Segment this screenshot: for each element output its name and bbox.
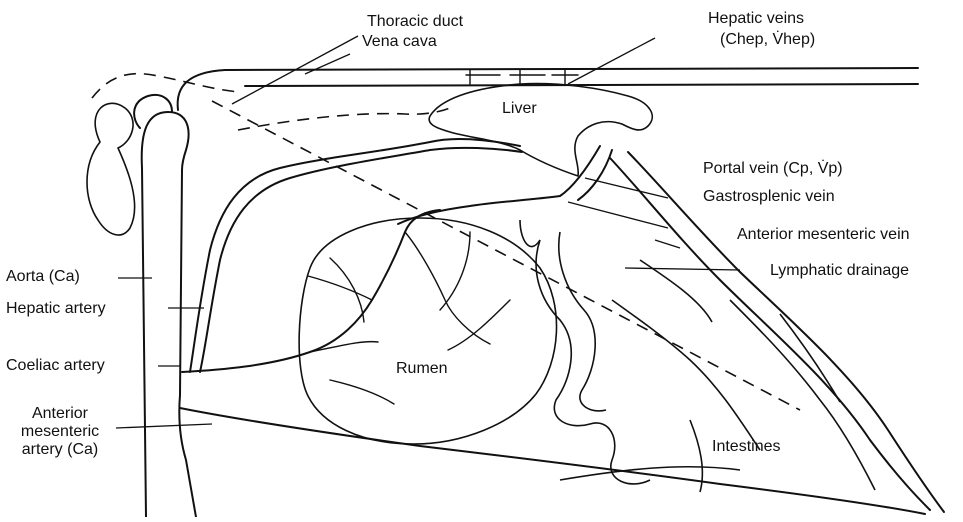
vena-cava-vessel <box>178 68 918 110</box>
label-gastrosplenic-vein: Gastrosplenic vein <box>703 188 835 206</box>
label-aorta: Aorta (Ca) <box>6 268 80 286</box>
thoracic-duct-line <box>92 74 238 98</box>
label-anterior-mesenteric-artery-1: Anterior <box>14 405 106 423</box>
portal-vein-vessel <box>190 139 612 372</box>
label-intestines: Intestines <box>712 438 780 456</box>
label-hepatic-veins-sub: (Chep, V̇hep) <box>720 31 815 49</box>
label-anterior-mesenteric-vein: Anterior mesenteric vein <box>737 226 910 244</box>
anterior-mesenteric-artery-vessel <box>180 408 925 514</box>
label-vena-cava: Vena cava <box>362 33 437 51</box>
heart-shape <box>87 95 172 235</box>
label-anterior-mesenteric-artery-3: artery (Ca) <box>14 441 106 459</box>
label-thoracic-duct: Thoracic duct <box>367 13 463 31</box>
thoracic-duct-dash <box>238 108 450 130</box>
label-portal-vein: Portal vein (Cp, V̇p) <box>703 160 843 178</box>
label-lymphatic-drainage: Lymphatic drainage <box>770 262 909 280</box>
label-rumen: Rumen <box>396 360 448 378</box>
label-hepatic-artery: Hepatic artery <box>6 300 106 318</box>
label-coeliac-artery: Coeliac artery <box>6 357 105 375</box>
rumen-shape <box>299 218 556 444</box>
anterior-mesenteric-vein-wall <box>628 152 944 512</box>
label-hepatic-veins: Hepatic veins <box>708 10 804 28</box>
aorta-vessel <box>142 112 196 517</box>
label-liver: Liver <box>502 100 537 118</box>
label-anterior-mesenteric-artery-2: mesenteric <box>14 423 106 441</box>
